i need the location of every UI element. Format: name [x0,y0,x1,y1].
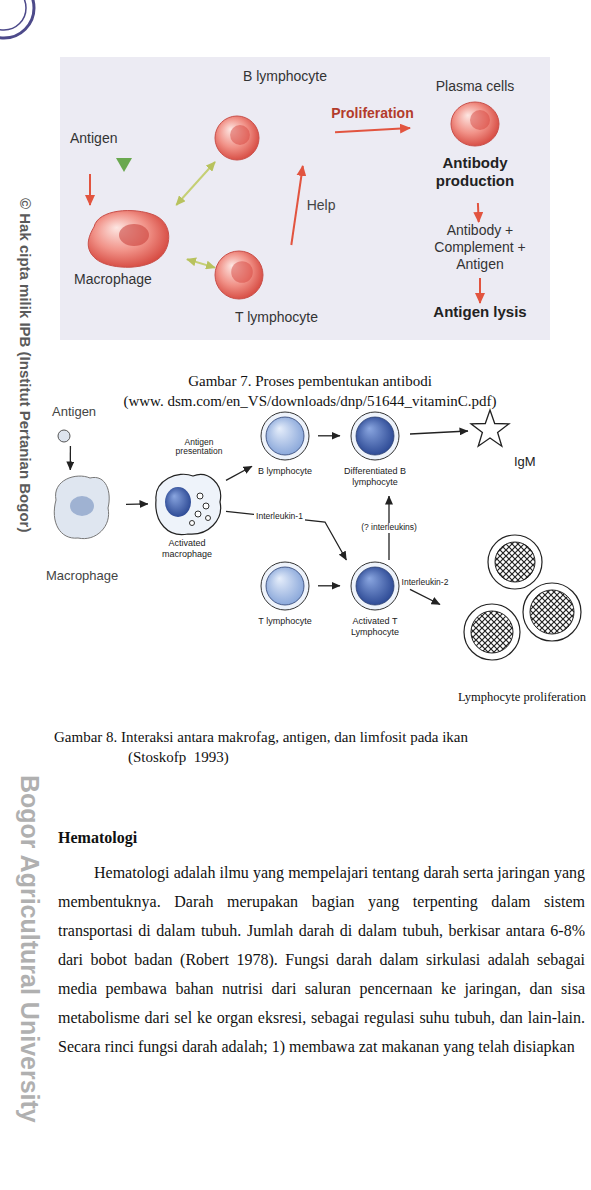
connector-arrow [477,203,480,222]
proliferation-cluster-shape [440,532,586,712]
node-label: Macrophage [74,271,187,288]
t-lymphocyte-cell: T lymphocyte [215,245,340,335]
edge-label: Interleukin-2 [400,578,451,588]
activated-t-cell: Activated T Lymphocyte [340,560,410,646]
plasma-cell: Plasma cellsAntibody production [410,78,540,203]
connector-arrow [479,278,481,303]
b-lymphocyte-cell: B lymphocyte [252,410,318,486]
connector-arrow [187,259,215,267]
figure-source: (www. dsm.com/en_VS/downloads/dnp/51644_… [60,392,560,410]
connector-arrow [318,435,340,436]
edge-label: Help [305,197,338,213]
node-label: Activated macrophage [148,538,226,560]
connector-arrow [126,503,148,505]
igm-star-shape [468,408,558,474]
node-label: Antibody production [410,154,540,190]
figure-caption: Gambar 7. Proses pembentukan antibodi [60,372,560,390]
connector-arrow [410,431,468,434]
edge-label: Antigen presentation [169,438,229,458]
connector-arrow [89,174,91,205]
edge-label: Interleukin-1 [254,512,305,522]
node-label: Antigen [70,130,140,147]
node-label: B lymphocyte [243,68,335,85]
t-lymphocyte-cell: T lymphocyte [252,560,318,636]
node-label: Antigen lysis [420,303,540,321]
node-label: T lymphocyte [252,616,318,627]
connector-arrow [410,589,440,604]
connector-arrow [226,511,346,560]
node-label: Differentiated B lymphocyte [340,466,410,488]
node-label: Antigen [52,404,114,420]
node-label: Lymphocyte proliferation [440,690,586,705]
node-label: Antibody + Complement + Antigen [420,222,540,272]
differentiated-b-cell: Differentiated B lymphocyte [340,410,410,496]
macrophage-cell: Macrophage [46,470,126,588]
copyright-watermark: © Hak cipta milik IPB (Institut Pertania… [16,198,34,532]
edge-label: (? interleukins) [359,523,419,533]
proliferation-cluster: Lymphocyte proliferation [440,532,586,712]
node-label: IgM [514,454,558,470]
edge-label: Proliferation [329,105,415,121]
antigen-marker: Antigen [70,130,140,174]
b-lymphocyte-cell: B lymphocyte [215,66,335,166]
node-label: Activated T Lymphocyte [340,616,410,638]
igm-star: IgM [468,408,558,474]
connector-arrow [291,166,303,245]
connector-arrow [226,466,252,480]
connector-arrow [335,128,410,132]
connector-arrow [176,162,215,205]
section-heading: Hematologi [58,828,137,847]
figure-caption: Gambar 8. Interaksi antara makrofag, ant… [54,728,586,746]
body-paragraph: Hematologi adalah ilmu yang mempelajari … [58,858,585,1061]
node-label: Plasma cells [410,78,540,95]
antigen-marker: Antigen [52,404,114,446]
connector-arrow [318,585,340,586]
node-label: B lymphocyte [252,466,318,477]
node-label: T lymphocyte [235,309,340,326]
result-text: Antigen lysis [420,303,540,327]
connector-arrow [70,446,71,470]
figure-source: (Stoskofp 1993) [128,748,229,766]
activated-macrophage-cell: Activated macrophage [148,468,226,568]
macrophage-cell: Macrophage [72,205,187,293]
node-label: Macrophage [46,568,126,584]
university-watermark: Bogor Agricultural University [15,775,45,1123]
process-text: Antibody + Complement + Antigen [420,222,540,278]
